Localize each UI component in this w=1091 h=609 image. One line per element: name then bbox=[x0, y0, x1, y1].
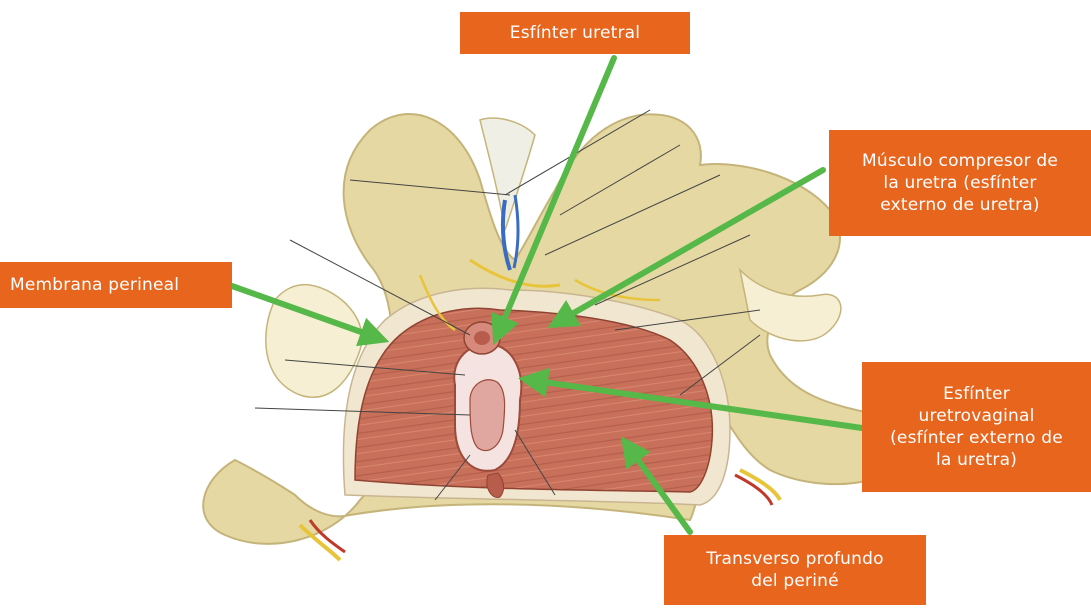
label-line: la uretra) bbox=[936, 449, 1017, 471]
label-line: (esfínter externo de bbox=[890, 427, 1063, 449]
label-line: Esfínter bbox=[943, 383, 1010, 405]
label-line: Esfínter uretral bbox=[510, 22, 640, 44]
label-line: externo de uretra) bbox=[880, 194, 1039, 216]
label-line: del periné bbox=[751, 570, 839, 592]
label-esfinter-uretral: Esfínter uretral bbox=[460, 12, 690, 54]
label-membrana-perineal: Membrana perineal bbox=[0, 262, 232, 308]
label-transverso-profundo: Transverso profundo del periné bbox=[664, 535, 926, 605]
label-esfinter-uretrovaginal: Esfínter uretrovaginal (esfínter externo… bbox=[862, 362, 1091, 492]
label-musculo-compresor: Músculo compresor de la uretra (esfínter… bbox=[829, 130, 1091, 236]
perineal-region bbox=[343, 288, 730, 505]
label-line: Transverso profundo bbox=[706, 548, 883, 570]
label-line: la uretra (esfínter bbox=[883, 172, 1036, 194]
label-line: Membrana perineal bbox=[10, 274, 179, 296]
label-line: uretrovaginal bbox=[918, 405, 1034, 427]
label-line: Músculo compresor de bbox=[862, 150, 1058, 172]
